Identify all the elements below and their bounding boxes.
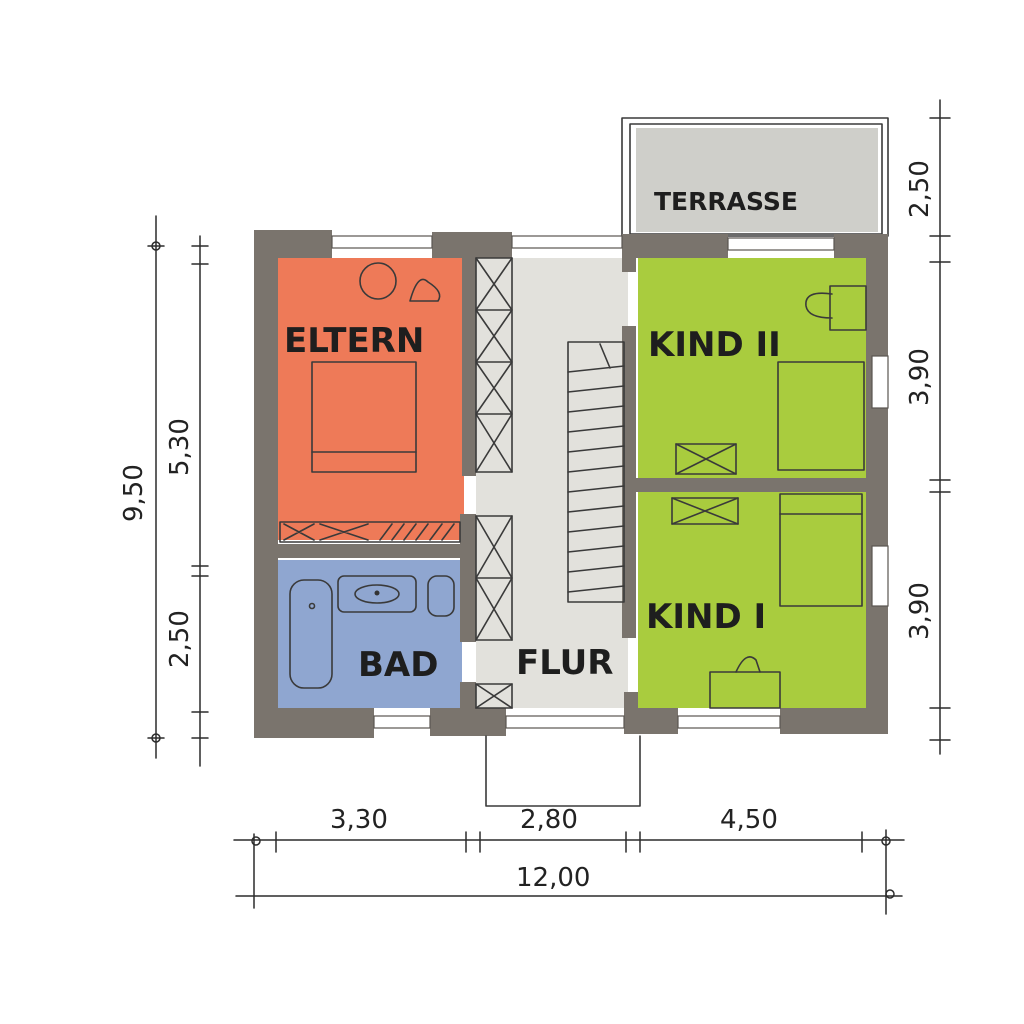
- terrace-floor: [636, 128, 878, 232]
- room-label-terrasse: TERRASSE: [654, 187, 798, 216]
- washbasin: [337, 575, 417, 613]
- dim-left-upper: 5,30: [165, 418, 195, 476]
- flur-furniture: [475, 257, 625, 709]
- room-label-kind1: KIND I: [646, 597, 766, 637]
- room-label-eltern: ELTERN: [284, 321, 424, 361]
- room-label-kind2: KIND II: [648, 325, 781, 365]
- room-flur: [476, 258, 628, 708]
- dim-bottom-right: 4,50: [720, 805, 778, 835]
- desk-kind1: [671, 497, 739, 525]
- chair-kind1: [709, 671, 781, 709]
- terrace: [621, 117, 889, 237]
- dimension-lines: [147, 99, 951, 915]
- room-label-flur: FLUR: [516, 643, 613, 683]
- terrace-outline-inner: [629, 123, 883, 235]
- eltern-furniture: [279, 262, 461, 543]
- dim-bottom-total: 12,00: [516, 863, 590, 893]
- room-label-bad: BAD: [358, 645, 438, 685]
- bed-kind1: [779, 493, 863, 607]
- dim-bottom-left: 3,30: [330, 805, 388, 835]
- kind2-furniture: [675, 285, 867, 475]
- desk-kind2: [675, 443, 737, 475]
- bad-furniture: [289, 575, 455, 689]
- room-bad: [278, 560, 462, 708]
- dim-bottom-mid: 2,80: [520, 805, 578, 835]
- bed-kind2: [777, 361, 865, 471]
- dim-right-terrace: 2,50: [905, 160, 935, 218]
- shelf-bottom: [475, 683, 513, 709]
- toilet: [427, 575, 455, 617]
- dim-left-lower: 2,50: [165, 610, 195, 668]
- room-eltern: [278, 258, 464, 540]
- windows: [331, 235, 889, 729]
- dim-left-total: 9,50: [119, 464, 149, 522]
- shelf-upper: [475, 257, 513, 473]
- bathtub: [289, 579, 333, 689]
- entrance-canopy: [485, 735, 641, 807]
- terrace-outline: [621, 117, 889, 237]
- walls: [254, 230, 888, 738]
- wardrobe-eltern: [279, 521, 461, 543]
- dim-right-lower: 3,90: [905, 582, 935, 640]
- room-kind2: [638, 258, 866, 478]
- kind1-furniture: [671, 493, 863, 709]
- dim-right-upper: 3,90: [905, 348, 935, 406]
